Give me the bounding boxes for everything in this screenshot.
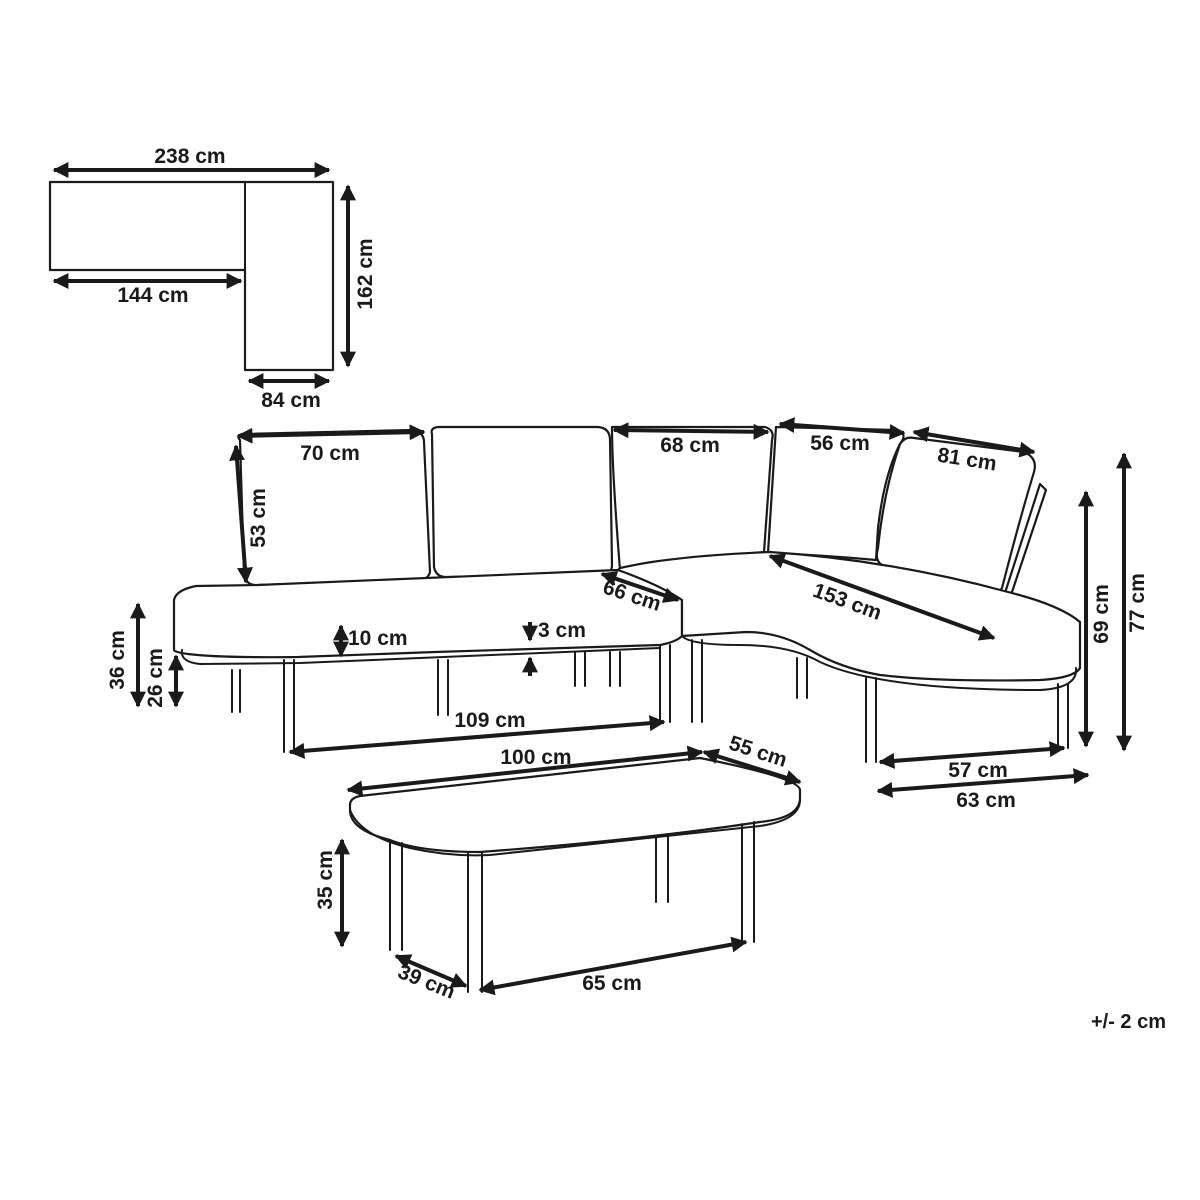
dim-arrow-55: [702, 748, 802, 786]
table-leg: [655, 831, 669, 903]
sofa-leg: [231, 669, 241, 713]
table-top: [348, 756, 802, 854]
dim-arrow-70: [236, 424, 426, 444]
label-36: 36 cm: [106, 630, 129, 690]
label-109: 109 cm: [454, 709, 525, 732]
seat-left: [172, 568, 684, 659]
label-100: 100 cm: [500, 746, 571, 769]
sofa-leg: [574, 651, 586, 687]
seat-left-frame: [180, 647, 661, 665]
dim-arrow-153: [768, 553, 996, 641]
label-57: 57 cm: [948, 759, 1008, 782]
label-35: 35 cm: [314, 850, 337, 910]
dim-arrow-66: [600, 571, 680, 603]
label-3: 3 cm: [538, 619, 586, 642]
table-leg: [741, 821, 755, 943]
seat-right: [616, 550, 1082, 682]
top-view: 238 cm 144 cm 162 cm 84 cm: [48, 145, 377, 412]
label-65: 65 cm: [582, 972, 642, 995]
label-26: 26 cm: [144, 648, 167, 708]
label-84: 84 cm: [261, 389, 321, 412]
dim-arrow-39: [394, 954, 468, 988]
dim-arrow-100: [346, 745, 704, 797]
coffee-table: 100 cm 55 cm 35 cm 39 cm 65 cm: [314, 732, 802, 1004]
sofa-leg: [283, 659, 295, 753]
label-70: 70 cm: [300, 442, 360, 465]
dim-arrow-57: [878, 741, 1066, 769]
label-56: 56 cm: [810, 432, 870, 455]
label-144: 144 cm: [117, 284, 188, 307]
sofa-leg: [437, 659, 449, 716]
dim-arrow-68: [612, 422, 770, 440]
sofa-leg: [659, 644, 671, 723]
dim-arrow-81: [912, 426, 1036, 458]
table-top-edge: [349, 799, 801, 857]
sofa-leg: [1057, 683, 1069, 749]
sofa-drawing: 70 cm 53 cm 68 cm 56 cm 81 cm 66 cm 153 …: [106, 417, 1149, 812]
label-53: 53 cm: [247, 488, 270, 548]
label-238: 238 cm: [154, 145, 225, 168]
sofa-leg: [609, 651, 621, 687]
label-39: 39 cm: [395, 960, 459, 1004]
top-view-outline: [48, 180, 335, 372]
dim-arrow-56: [778, 417, 906, 440]
table-leg: [467, 851, 483, 993]
sofa-leg: [865, 677, 877, 763]
seat-right-frame: [681, 635, 1078, 691]
dim-arrow-63: [876, 768, 1090, 798]
table-leg: [389, 839, 403, 951]
label-68: 68 cm: [660, 434, 720, 457]
label-77: 77 cm: [1126, 573, 1149, 633]
dim-arrow-65: [478, 936, 748, 996]
label-63: 63 cm: [956, 789, 1016, 812]
tolerance-note: +/- 2 cm: [1091, 1011, 1166, 1033]
back-cushion-2: [430, 425, 614, 579]
label-162: 162 cm: [354, 238, 377, 309]
sofa-leg: [691, 639, 703, 723]
sofa-leg: [796, 657, 808, 699]
dim-arrow-53: [229, 444, 253, 584]
label-69: 69 cm: [1090, 584, 1113, 644]
label-10: 10 cm: [348, 627, 408, 650]
